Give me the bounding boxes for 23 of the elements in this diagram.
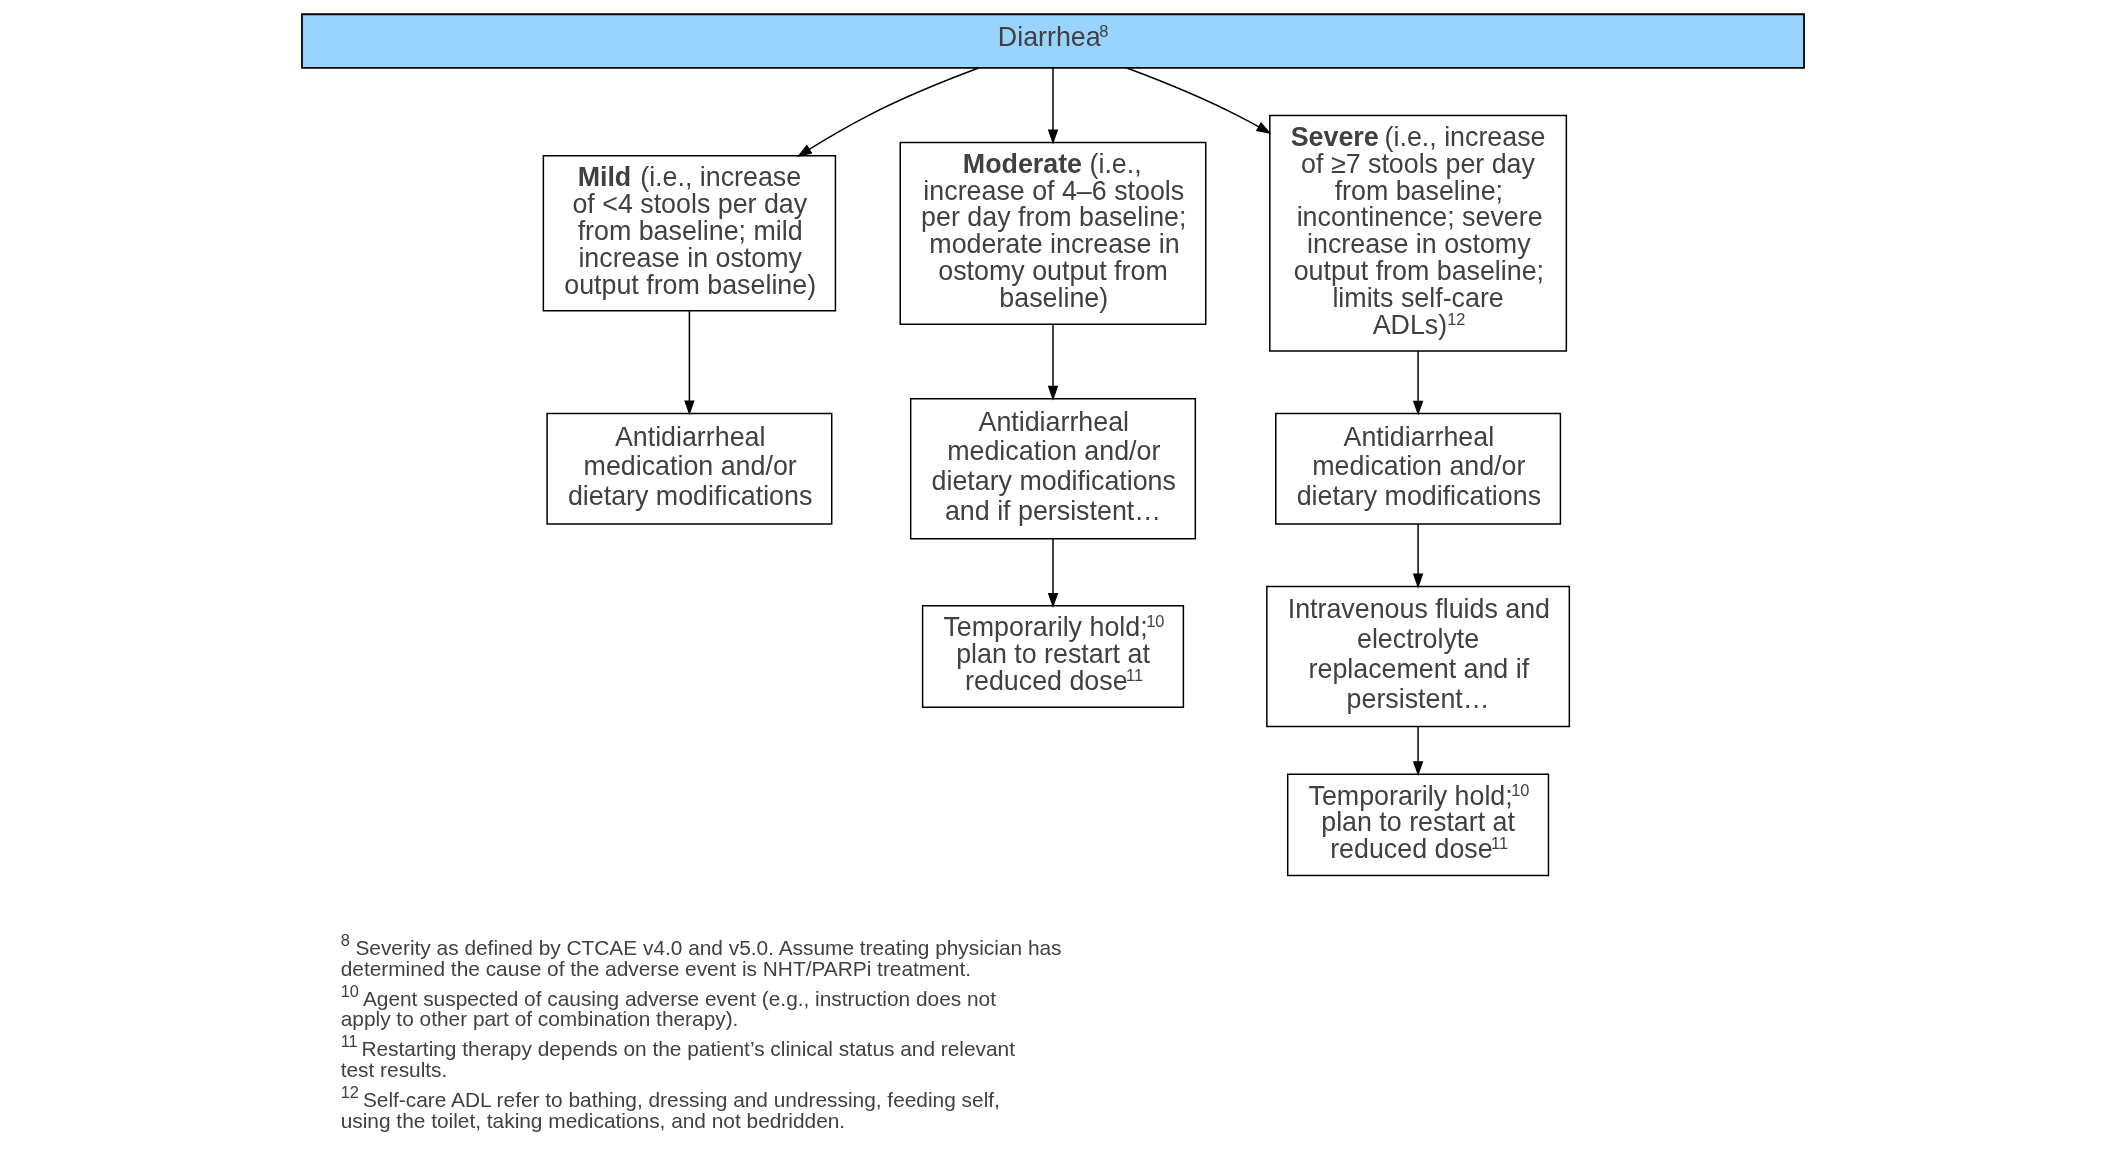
label: $^{11}$ Restarting therapy depends on the patient’s clinical status and relevant test results. — [340, 1032, 1016, 1082]
node-box: Antidiarrheal medication and/or dietary modifications — [546, 412, 833, 525]
label: $^{8}$ Severity as defined by CTCAE v4.0 and v5.0. Assume treating physician has determined the cause of the adverse event is NHT/PARPi treatment. — [340, 930, 1062, 980]
node-box: Antidiarrheal medication and/or dietary modifications and if persistent… — [909, 397, 1197, 540]
node-box: Antidiarrheal medication and/or dietary modifications — [1275, 412, 1562, 525]
arrow — [1047, 67, 1059, 145]
arrow — [684, 310, 695, 416]
arrow — [1047, 538, 1059, 609]
node-box: Mild (i.e., increase of <4 stools per day from baseline; mild increase in ostomy output from baseline) — [542, 155, 837, 312]
node-box: Severe (i.e., increase of ≥7 stools per day from baseline; incontinence; severe increase in ostomy output from baseline; limits self-care ADLs)$^{12}$ — [1269, 114, 1568, 352]
label: $^{10}$ Agent suspected of causing adverse event (e.g., instruction does not apply to other part of combination therapy). — [340, 981, 997, 1031]
arrow — [1412, 725, 1424, 777]
arrow — [1412, 523, 1424, 589]
label: $^{12}$ Self-care ADL refer to bathing, dressing and undressing, feeding self, using the toilet, taking medications, and not bedridden. — [340, 1082, 1000, 1132]
node-box: Temporarily hold;$^{10}$ plan to restart at reduced dose$^{11}$ — [1286, 773, 1550, 877]
node-box: Moderate (i.e., increase of 4–6 stools per day from baseline; moderate increase in ostomy output from baseline) — [899, 141, 1207, 325]
arrow — [797, 67, 980, 157]
node-box: Diarrhea$^{8}$ — [301, 13, 1805, 69]
node-box: Intravenous fluids and electrolyte replacement and if persistent… — [1266, 585, 1571, 728]
arrow — [1412, 350, 1424, 416]
arrow — [1126, 67, 1272, 134]
arrow — [1047, 323, 1059, 401]
node-box: Temporarily hold;$^{10}$ plan to restart at reduced dose$^{11}$ — [921, 605, 1185, 708]
